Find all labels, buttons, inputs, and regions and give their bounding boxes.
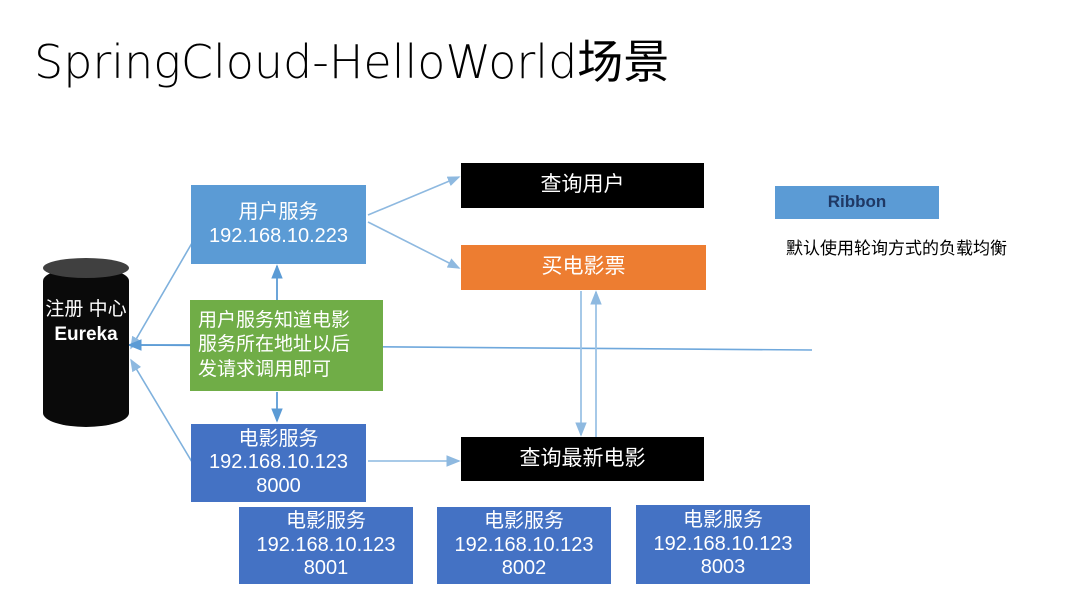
ribbon-box[interactable]: Ribbon (775, 186, 939, 219)
user-service-name: 用户服务 (238, 200, 319, 223)
query-user-box[interactable]: 查询用户 (461, 163, 704, 208)
instance-1-port: 8001 (303, 557, 349, 580)
cylinder-body (43, 267, 129, 427)
user-service-box[interactable]: 用户服务 192.168.10.223 (191, 185, 366, 264)
query-user-label: 查询用户 (540, 173, 625, 197)
eureka-registry-label: 注册 中心 Eureka (43, 298, 129, 347)
user-service-address: 192.168.10.223 (208, 224, 349, 247)
buy-ticket-label: 买电影票 (541, 255, 626, 279)
instance-2-address: 192.168.10.123 (454, 533, 594, 556)
movie-service-box[interactable]: 电影服务 192.168.10.123 8000 (191, 424, 366, 502)
movie-instance-box-2[interactable]: 电影服务 192.168.10.123 8002 (437, 507, 611, 584)
ribbon-label: Ribbon (827, 192, 887, 212)
movie-service-name: 电影服务 (238, 427, 319, 450)
registry-line-1: 注册 (45, 299, 84, 320)
note-line-1: 用户服务知道电影 (198, 310, 351, 332)
connector-user-to-buy-ticket (367, 221, 461, 269)
query-latest-movie-box[interactable]: 查询最新电影 (461, 437, 704, 481)
connector-user-to-registry (130, 242, 193, 350)
instance-3-port: 8003 (700, 556, 746, 579)
instance-2-name: 电影服务 (484, 510, 564, 533)
cylinder-top-ellipse (43, 258, 129, 278)
instance-1-address: 192.168.10.123 (256, 533, 396, 556)
connector-movie-to-registry (130, 358, 193, 463)
registry-line-2: 中心 (88, 299, 127, 320)
movie-instance-box-1[interactable]: 电影服务 192.168.10.123 8001 (239, 507, 413, 584)
movie-service-port: 8000 (256, 474, 301, 497)
buy-ticket-box[interactable]: 买电影票 (461, 245, 706, 290)
eureka-registry[interactable]: 注册 中心 Eureka (43, 258, 129, 436)
connector-user-to-query-user (367, 176, 461, 216)
movie-instance-box-3[interactable]: 电影服务 192.168.10.123 8003 (636, 505, 810, 584)
instance-3-address: 192.168.10.123 (653, 532, 793, 555)
instance-3-name: 电影服务 (683, 509, 763, 532)
instance-1-name: 电影服务 (286, 510, 366, 533)
query-latest-movie-label: 查询最新电影 (519, 446, 646, 470)
page-title: SpringCloud-HelloWorld场景 (34, 35, 670, 89)
note-line-3: 发请求调用即可 (198, 358, 332, 380)
note-line-2: 服务所在地址以后 (198, 334, 351, 356)
instance-2-port: 8002 (501, 557, 547, 580)
ribbon-caption: 默认使用轮询方式的负载均衡 (786, 239, 1007, 259)
movie-service-address: 192.168.10.123 (208, 451, 349, 474)
note-box[interactable]: 用户服务知道电影 服务所在地址以后 发请求调用即可 (190, 300, 383, 391)
registry-line-3: Eureka (54, 323, 118, 345)
